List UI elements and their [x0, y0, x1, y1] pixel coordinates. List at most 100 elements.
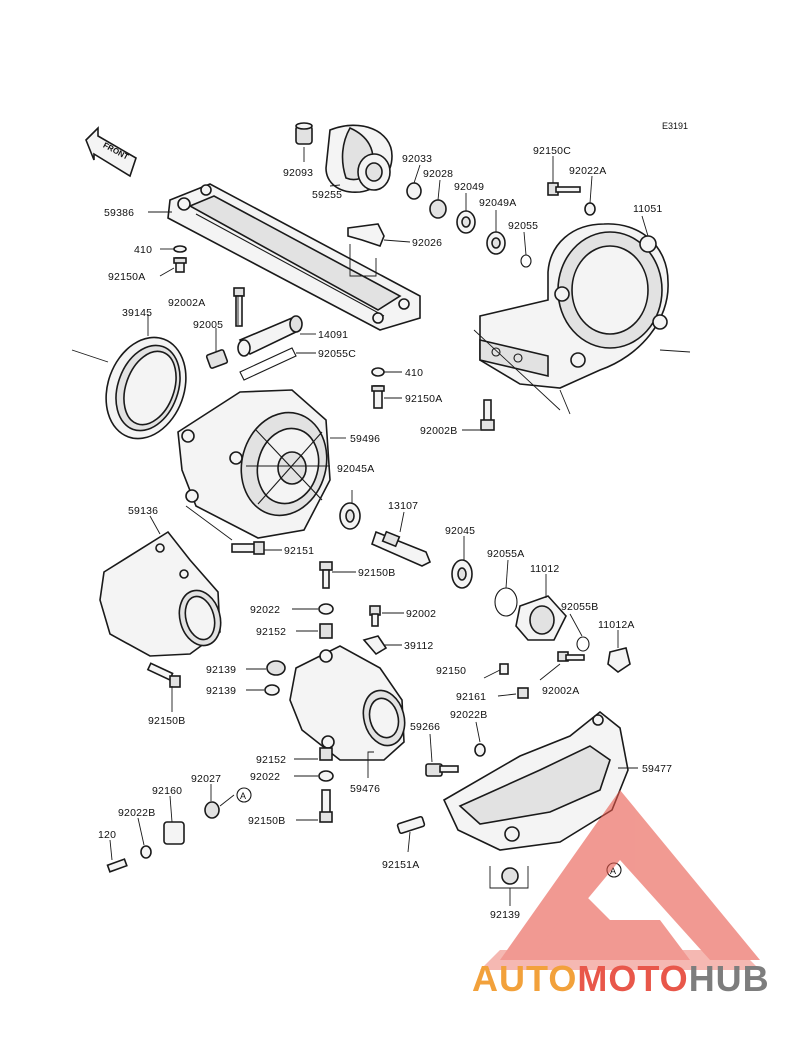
plug-92005	[205, 349, 229, 369]
bolt-92150C	[547, 182, 581, 196]
label-92150A-lower: 92150A	[405, 393, 442, 405]
label-92055B: 92055B	[561, 601, 598, 613]
label-410-upper: 410	[134, 244, 152, 256]
svg-text:A: A	[240, 791, 246, 801]
shaft-13107	[371, 530, 432, 567]
watermark-text: AUTOMOTOHUB	[472, 958, 770, 999]
label-92028: 92028	[423, 168, 453, 180]
label-92150C: 92150C	[533, 145, 571, 157]
label-92026: 92026	[412, 237, 442, 249]
label-92150B-bottom: 92150B	[248, 815, 285, 827]
bolt-92150B-top	[319, 561, 333, 589]
bolt-92002	[369, 605, 381, 627]
washer-92022B-left	[140, 845, 152, 859]
bolt-92150A-lower	[371, 385, 385, 409]
collar-92152-upper	[319, 623, 333, 639]
label-59476: 59476	[350, 783, 380, 795]
bolt-92150B-left	[146, 662, 181, 688]
label-59386: 59386	[104, 207, 134, 219]
washer-410-lower	[371, 367, 385, 377]
label-11012A: 11012A	[598, 619, 635, 631]
label-92045: 92045	[445, 525, 475, 537]
reference-mark-left: A	[236, 787, 252, 803]
pump-case-11051	[479, 223, 669, 389]
label-120: 120	[98, 829, 116, 841]
grommet-92093	[295, 122, 313, 145]
label-92150B-left: 92150B	[148, 715, 185, 727]
o-ring-92055C	[239, 347, 297, 381]
label-92022-lower: 92022	[250, 771, 280, 783]
label-92093: 92093	[283, 167, 313, 179]
label-59255: 59255	[312, 189, 342, 201]
label-59496: 59496	[350, 433, 380, 445]
diagram-code: E3191	[662, 121, 688, 131]
label-92139-lower: 92139	[206, 685, 236, 697]
bolt-92151	[231, 541, 265, 555]
label-39112: 39112	[404, 640, 433, 652]
label-92055C: 92055C	[318, 348, 356, 360]
label-92150A-upper: 92150A	[108, 271, 145, 283]
bolt-92002A-upper	[233, 287, 245, 327]
bolt-92151A	[396, 815, 426, 835]
label-92161: 92161	[456, 691, 486, 703]
label-92022-upper: 92022	[250, 604, 280, 616]
label-59266: 59266	[410, 721, 440, 733]
label-92150B-top: 92150B	[358, 567, 395, 579]
svg-text:A: A	[610, 866, 616, 876]
o-ring-92055A	[494, 587, 518, 617]
bearing-92045	[451, 559, 473, 589]
label-92055A: 92055A	[487, 548, 524, 560]
cap-11012	[515, 595, 567, 641]
label-92027: 92027	[191, 773, 221, 785]
washer-92022A	[584, 202, 596, 216]
stopper-92161	[517, 687, 529, 699]
cap-11012A	[607, 647, 631, 673]
label-92005: 92005	[193, 319, 223, 331]
pump-bowl-59496	[177, 389, 331, 539]
label-92002B: 92002B	[420, 425, 457, 437]
ring-92033	[406, 182, 422, 200]
watermark-logo-icon	[480, 790, 760, 970]
bolt-120	[106, 858, 128, 873]
label-92152-upper: 92152	[256, 626, 286, 638]
label-92033: 92033	[402, 153, 432, 165]
reverse-bucket-59477	[442, 710, 629, 851]
label-39145: 39145	[122, 307, 152, 319]
label-92022A: 92022A	[569, 165, 606, 177]
bolt-92002A-lower	[557, 651, 585, 662]
bolt-92002B	[480, 399, 495, 431]
ring-39145	[105, 336, 187, 440]
collar-92028	[429, 199, 447, 219]
pump-cover-plate-59386	[167, 183, 421, 331]
label-92160: 92160	[152, 785, 182, 797]
label-92151: 92151	[284, 545, 314, 557]
label-11051: 11051	[633, 203, 662, 215]
screw-92150	[499, 663, 509, 675]
label-410-lower: 410	[405, 367, 423, 379]
front-direction-arrow: FRONT	[85, 126, 137, 178]
label-92049A: 92049A	[479, 197, 516, 209]
collar-92152-lower	[319, 747, 333, 761]
part-labels: 92093 59255 92033 92028 92049 92049A 920…	[98, 145, 672, 921]
label-92022B-right: 92022B	[450, 709, 487, 721]
spacer-92026	[347, 223, 385, 247]
label-11012: 11012	[530, 563, 559, 575]
o-ring-92055	[520, 254, 532, 268]
collar-92139-lower	[264, 684, 280, 696]
label-92022B-left: 92022B	[118, 807, 155, 819]
label-92150: 92150	[436, 665, 466, 677]
label-59136: 59136	[128, 505, 158, 517]
impeller-59255	[325, 124, 393, 193]
label-92002A-lower: 92002A	[542, 685, 579, 697]
label-92045A: 92045A	[337, 463, 374, 475]
washer-92022B-right	[474, 743, 486, 757]
collar-92139-upper	[266, 660, 286, 676]
collar-92139-bottom	[501, 867, 519, 885]
label-92151A: 92151A	[382, 859, 419, 871]
collar-92160	[163, 821, 185, 845]
steering-nozzle-59476	[289, 645, 406, 761]
label-13107: 13107	[388, 500, 418, 512]
cover-14091	[237, 315, 303, 357]
label-92002A-upper: 92002A	[168, 297, 205, 309]
